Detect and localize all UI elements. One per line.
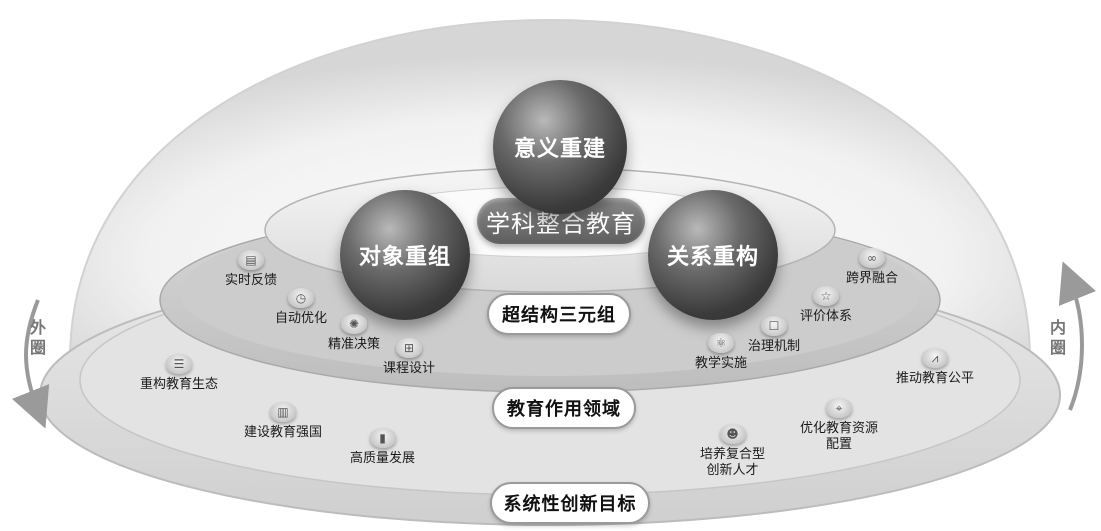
server-icon: ▥ bbox=[270, 402, 296, 422]
outer-circle-label: 外 圈 bbox=[30, 318, 47, 357]
outer-item-optimize-resources: ⌖ 优化教育资源 配置 bbox=[800, 398, 878, 453]
inner-item-realtime-feedback: ▤ 实时反馈 bbox=[225, 250, 277, 289]
inner-item-course-design: ⊞ 课程设计 bbox=[383, 338, 435, 377]
item-label: 重构教育生态 bbox=[140, 377, 219, 392]
inner-circle-label: 内 圈 bbox=[1050, 318, 1067, 357]
item-label: 跨界融合 bbox=[846, 271, 899, 286]
inner-ring-label: 超结构三元组 bbox=[487, 293, 631, 335]
item-label: 实时反馈 bbox=[225, 273, 278, 288]
people-icon: ☻ bbox=[719, 424, 746, 444]
item-label: 课程设计 bbox=[383, 361, 436, 376]
item-label: 推动教育公平 bbox=[896, 371, 975, 386]
clipboard-icon: ▤ bbox=[238, 250, 264, 270]
outer-item-high-quality: ▮ 高质量发展 bbox=[350, 428, 415, 467]
atom-icon: ⚛ bbox=[708, 333, 734, 353]
middle-ring-label: 教育作用领域 bbox=[492, 387, 636, 429]
sphere-left: 对象重组 bbox=[340, 190, 470, 320]
outer-ring-label: 系统性创新目标 bbox=[490, 482, 650, 524]
target-icon: ✺ bbox=[341, 314, 367, 334]
inner-item-auto-optimize: ◷ 自动优化 bbox=[275, 288, 327, 327]
inner-item-teaching-implementation: ⚛ 教学实施 bbox=[695, 333, 747, 372]
outer-item-promote-equity: ⩘ 推动教育公平 bbox=[896, 348, 974, 387]
outer-item-reconstruct-ecology: ☰ 重构教育生态 bbox=[140, 354, 218, 393]
item-label: 自动优化 bbox=[275, 311, 328, 326]
outer-item-cultivate-talent: ☻ 培养复合型 创新人才 bbox=[700, 424, 765, 479]
left-arrow bbox=[12, 299, 50, 429]
inner-item-precise-decision: ✺ 精准决策 bbox=[328, 314, 380, 353]
outer-item-build-power: ▥ 建设教育强国 bbox=[244, 402, 322, 441]
location-icon: ⌖ bbox=[826, 398, 852, 418]
inner-item-evaluation-system: ☆ 评价体系 bbox=[800, 286, 852, 325]
star-card-icon: ☆ bbox=[813, 286, 839, 306]
robot-icon: ☐ bbox=[761, 316, 787, 336]
center-title: 学科整合教育 bbox=[477, 198, 645, 244]
item-label: 治理机制 bbox=[748, 339, 801, 354]
item-label: 教学实施 bbox=[695, 356, 748, 371]
bar-chart-icon: ▮ bbox=[369, 428, 396, 448]
sphere-top: 意义重建 bbox=[493, 80, 627, 214]
right-arrow bbox=[1058, 261, 1096, 411]
timer-icon: ◷ bbox=[288, 288, 314, 308]
inner-item-crossover-fusion: ∞ 跨界融合 bbox=[846, 248, 898, 287]
database-icon: ☰ bbox=[166, 354, 192, 374]
grid-icon: ⊞ bbox=[396, 338, 422, 358]
item-label: 高质量发展 bbox=[350, 451, 416, 466]
item-label: 建设教育强国 bbox=[244, 425, 323, 440]
item-label: 培养复合型 创新人才 bbox=[700, 447, 766, 478]
item-label: 评价体系 bbox=[800, 309, 853, 324]
circles-icon: ∞ bbox=[859, 248, 885, 268]
inner-item-governance: ☐ 治理机制 bbox=[748, 316, 800, 355]
item-label: 优化教育资源 配置 bbox=[800, 421, 879, 452]
sphere-right: 关系重构 bbox=[648, 190, 778, 320]
line-chart-icon: ⩘ bbox=[922, 348, 948, 368]
item-label: 精准决策 bbox=[328, 337, 381, 352]
